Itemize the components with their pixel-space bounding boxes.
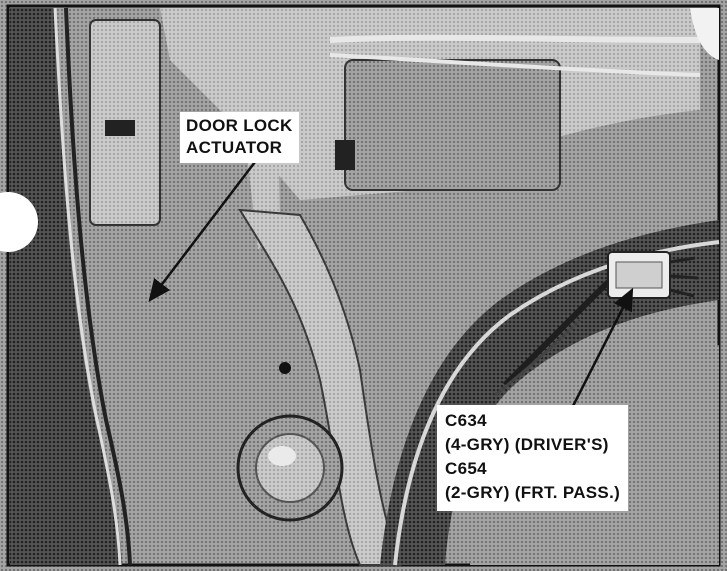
upper-bracket xyxy=(344,59,561,191)
window-rod-2 xyxy=(329,53,701,77)
sweep-recess xyxy=(380,220,719,565)
connector-label-line4: (2-GRY) (FRT. PASS.) xyxy=(445,483,621,502)
door-seal-highlight xyxy=(53,7,122,566)
actuator-arrow xyxy=(148,157,259,302)
corner-highlight xyxy=(690,8,719,60)
door-frame-left xyxy=(10,8,122,565)
connector-label-line1: C634 xyxy=(445,411,487,430)
access-plug-inner xyxy=(255,433,325,503)
connector-arrow xyxy=(570,287,634,409)
connector-wires xyxy=(669,256,699,298)
bracket-slot xyxy=(105,120,135,136)
access-plug-shine xyxy=(268,446,296,466)
connector-label-line2: (4-GRY) (DRIVER'S) xyxy=(445,435,609,454)
connector-callout: C634 (4-GRY) (DRIVER'S) C654 (2-GRY) (FR… xyxy=(437,405,629,511)
door-seal-edge xyxy=(64,7,132,566)
actuator-label-line2: ACTUATOR xyxy=(186,138,283,157)
connector-label-line3: C654 xyxy=(445,459,487,478)
panel-hole xyxy=(279,362,291,374)
wire-harness-secondary xyxy=(494,318,582,397)
upper-bracket-clip xyxy=(335,140,355,170)
window-rod-1 xyxy=(329,34,701,43)
connector-face xyxy=(615,261,663,289)
binding-hole xyxy=(0,192,38,252)
door-lock-actuator-callout: DOOR LOCK ACTUATOR xyxy=(180,112,299,163)
actuator-label-line1: DOOR LOCK xyxy=(186,116,293,135)
